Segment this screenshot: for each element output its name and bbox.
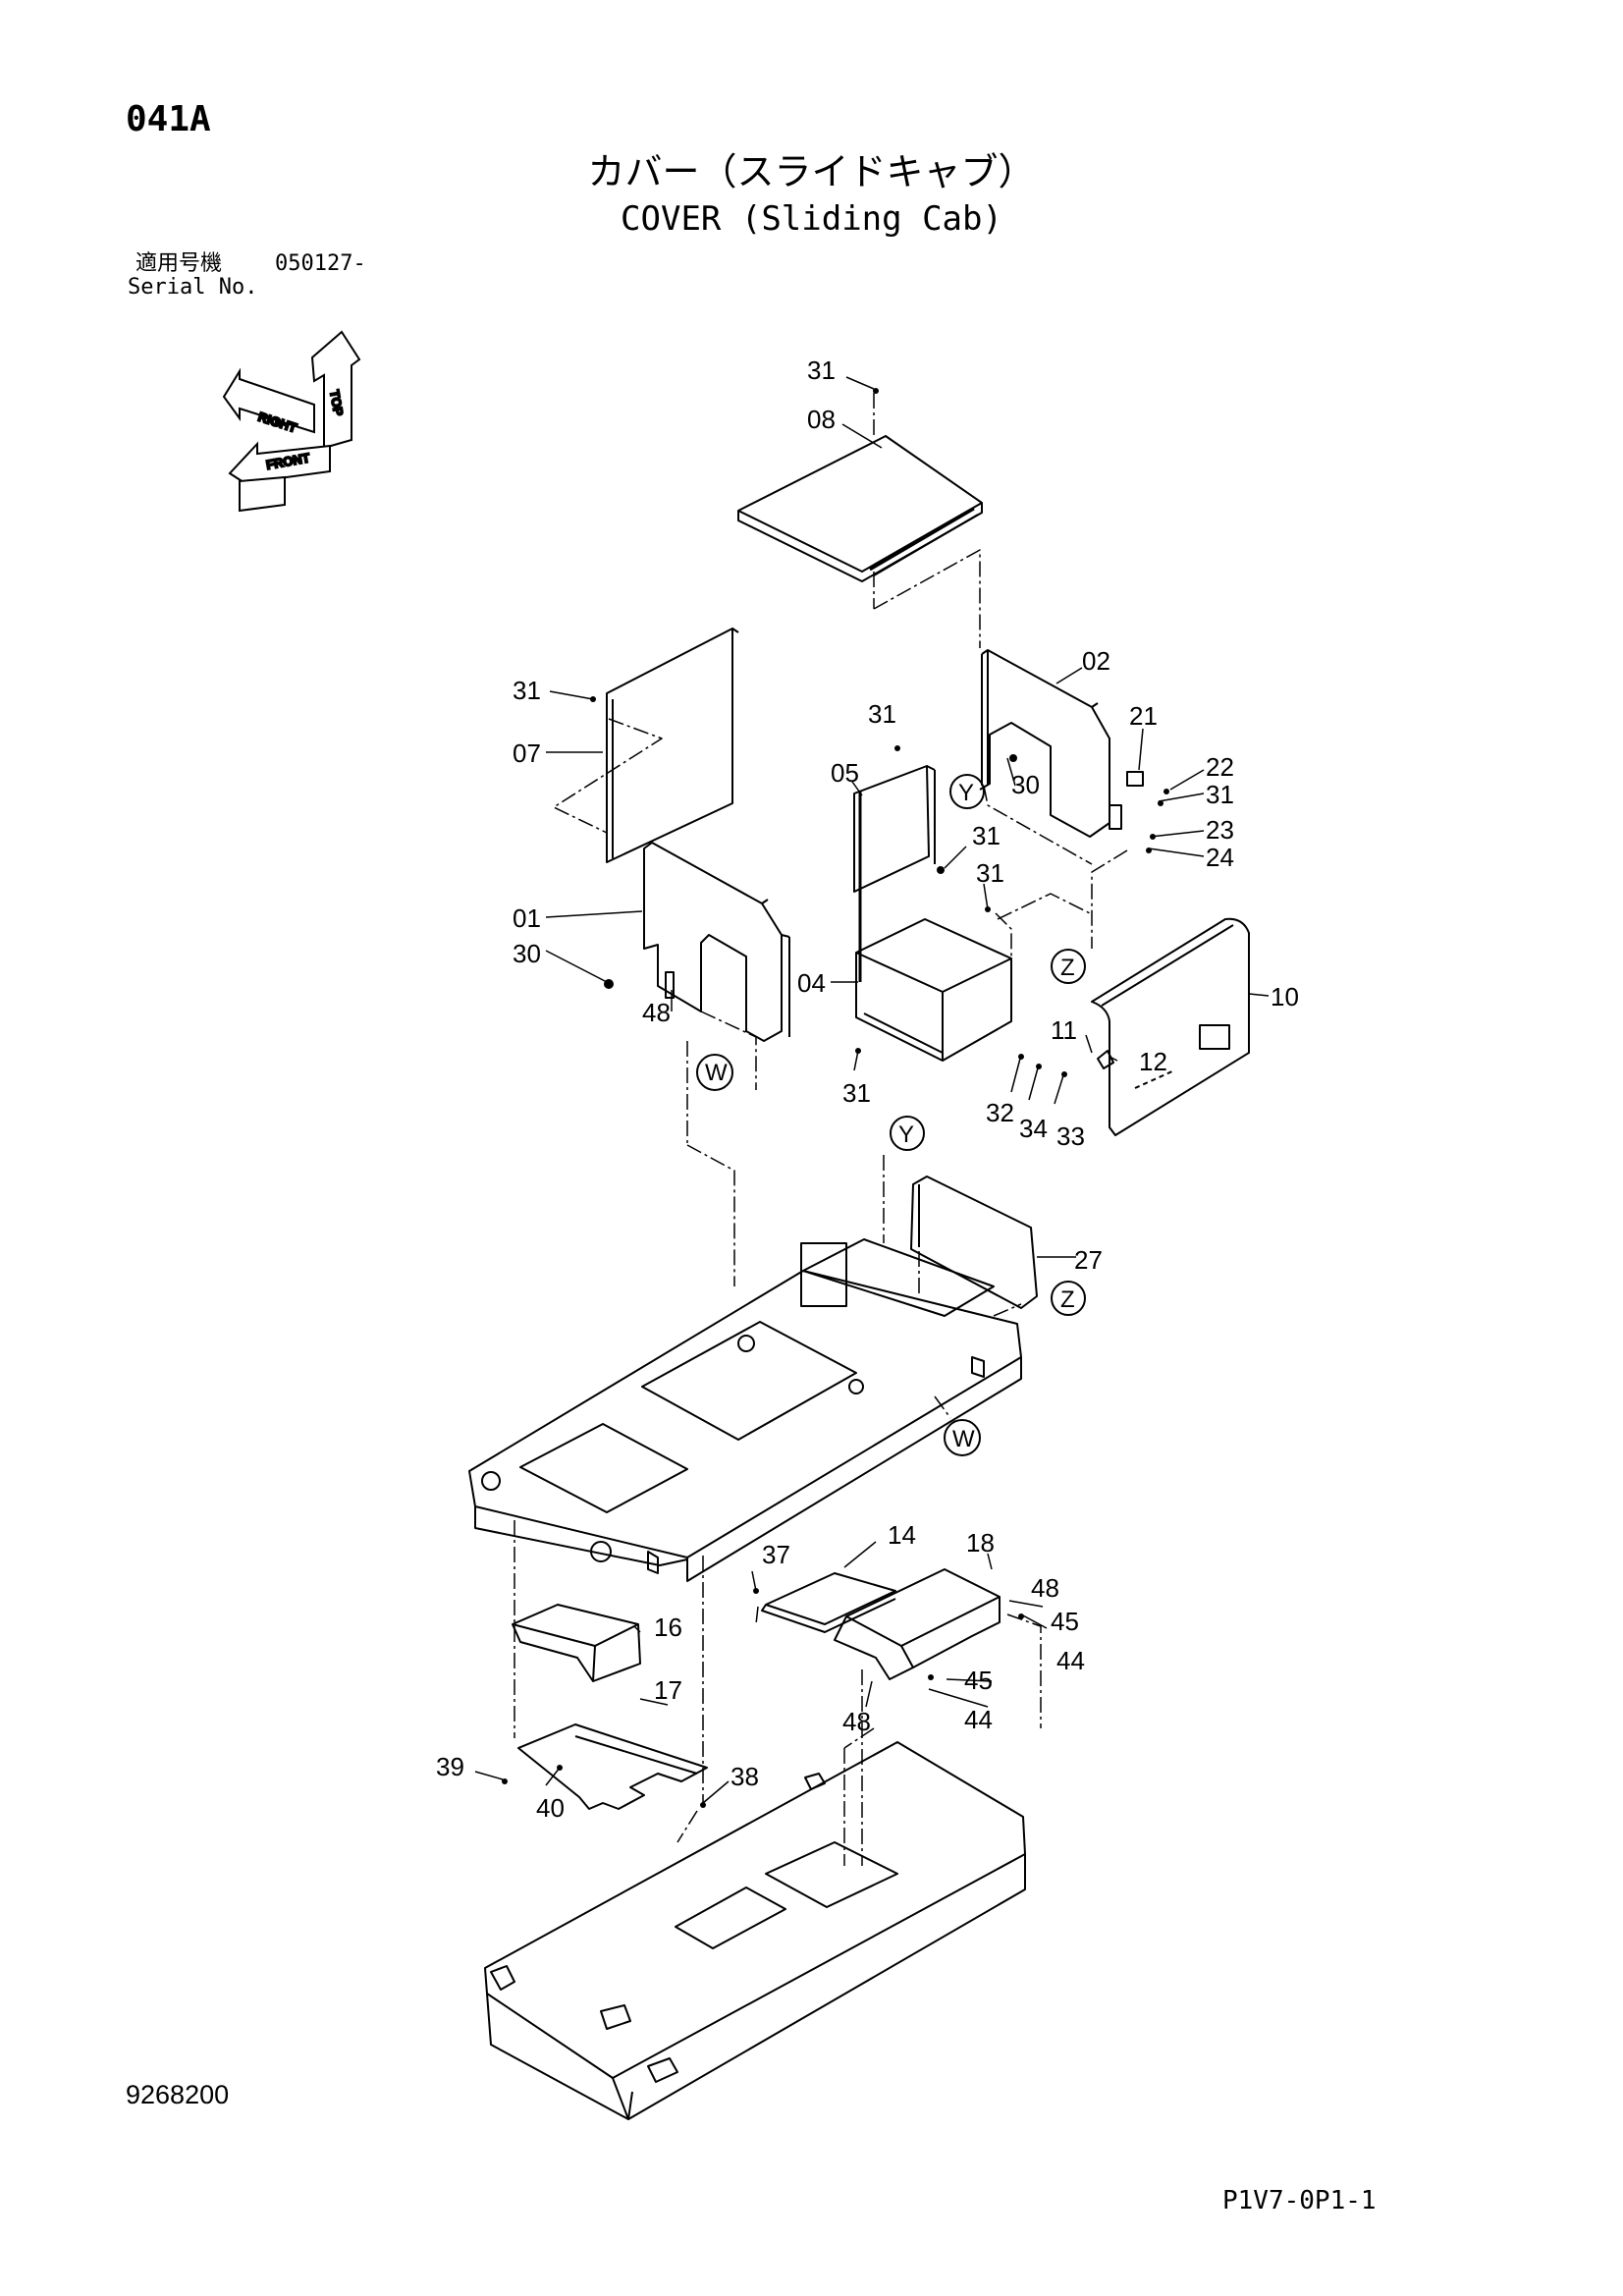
callout-31: 31	[1206, 780, 1234, 809]
callout-07: 07	[513, 738, 541, 768]
callout-16: 16	[654, 1613, 682, 1642]
part-01-side-panel	[643, 842, 790, 1042]
page-code: 041A	[126, 99, 211, 139]
leader-lines	[474, 376, 1270, 1804]
callout-31: 31	[972, 821, 1001, 850]
part-05-inner-panel	[853, 765, 936, 982]
part-04-tray	[855, 918, 1012, 1062]
ref-label-y-upper: Y	[958, 780, 974, 806]
cab-floor-frame	[468, 1238, 1022, 1582]
ref-circle-w-lower	[944, 1419, 981, 1456]
ref-circle-w-upper	[696, 1054, 733, 1091]
callout-14: 14	[888, 1520, 916, 1550]
part-callouts: 31 08 31 07 02 21 22 31 23 24 31 05 30 3…	[436, 355, 1299, 1823]
ref-label-w-lower: W	[952, 1426, 975, 1452]
ref-circle-y-lower	[890, 1116, 925, 1151]
callout-24: 24	[1206, 843, 1234, 872]
ref-circle-z-upper	[1051, 949, 1086, 984]
part-07-rear-panel	[606, 628, 739, 863]
callout-11: 11	[1051, 1015, 1077, 1045]
callout-23: 23	[1206, 815, 1234, 845]
callout-34: 34	[1019, 1114, 1048, 1143]
part-10-front-cover	[1091, 917, 1250, 1136]
ref-circle-y-upper	[949, 774, 985, 809]
page-title-english: COVER (Sliding Cab)	[621, 199, 1002, 239]
ref-circle-z-lower	[1051, 1281, 1086, 1316]
serial-number-value: 050127-	[275, 251, 366, 276]
callout-08: 08	[807, 405, 836, 434]
callout-44: 44	[1056, 1646, 1085, 1675]
orientation-label-top: TOP	[327, 389, 346, 417]
page-title-japanese: カバー（スライドキャブ）	[587, 150, 1036, 193]
callout-37: 37	[762, 1540, 790, 1569]
callout-31: 31	[868, 699, 896, 729]
callout-21: 21	[1129, 701, 1158, 731]
callout-38: 38	[730, 1762, 759, 1791]
ref-label-z-upper: Z	[1060, 955, 1075, 981]
callout-22: 22	[1206, 752, 1234, 782]
part-02-side-panel	[979, 649, 1144, 838]
callout-27: 27	[1074, 1245, 1103, 1275]
part-16-floor-cover	[512, 1604, 641, 1682]
ref-label-z-lower: Z	[1060, 1286, 1075, 1313]
callout-31: 31	[807, 355, 836, 385]
callout-02: 02	[1082, 646, 1110, 676]
serial-label-japanese: 適用号機	[135, 251, 223, 276]
callout-45: 45	[964, 1666, 993, 1695]
callout-30: 30	[513, 939, 541, 968]
part-18-bent-cover	[834, 1568, 1001, 1680]
assembly-guide-lines	[514, 393, 1128, 1866]
undercarriage-frame	[484, 1741, 1026, 2120]
orientation-arrows-icon: TOP RIGHT FRONT	[222, 330, 361, 513]
callout-48: 48	[1031, 1573, 1059, 1603]
callout-48: 48	[842, 1707, 871, 1736]
ref-label-y-lower: Y	[898, 1121, 914, 1148]
callout-32: 32	[986, 1098, 1014, 1127]
fastener-points	[502, 388, 1169, 1808]
callout-45: 45	[1051, 1607, 1079, 1636]
part-14-plate	[761, 1572, 896, 1633]
callout-10: 10	[1271, 982, 1299, 1011]
callout-12: 12	[1139, 1047, 1167, 1076]
callout-18: 18	[966, 1528, 995, 1558]
callout-17: 17	[654, 1675, 682, 1705]
serial-label-english: Serial No.	[128, 275, 258, 300]
part-17-plate	[517, 1723, 708, 1810]
callout-33: 33	[1056, 1121, 1085, 1151]
callout-01: 01	[513, 903, 541, 933]
callout-48: 48	[642, 998, 671, 1027]
callout-44: 44	[964, 1705, 993, 1734]
part-08-top-cover	[737, 435, 983, 582]
callout-31: 31	[513, 676, 541, 705]
callout-05: 05	[831, 758, 859, 788]
part-27-plate	[910, 1175, 1038, 1309]
callout-40: 40	[536, 1793, 565, 1823]
drawing-number: 9268200	[126, 2080, 230, 2109]
callout-04: 04	[797, 968, 826, 998]
callout-39: 39	[436, 1752, 464, 1781]
callout-30: 30	[1011, 770, 1040, 799]
callout-31: 31	[976, 858, 1004, 888]
ref-label-w-upper: W	[705, 1060, 728, 1086]
page-reference: P1V7-0P1-1	[1222, 2186, 1377, 2215]
callout-31: 31	[842, 1078, 871, 1108]
